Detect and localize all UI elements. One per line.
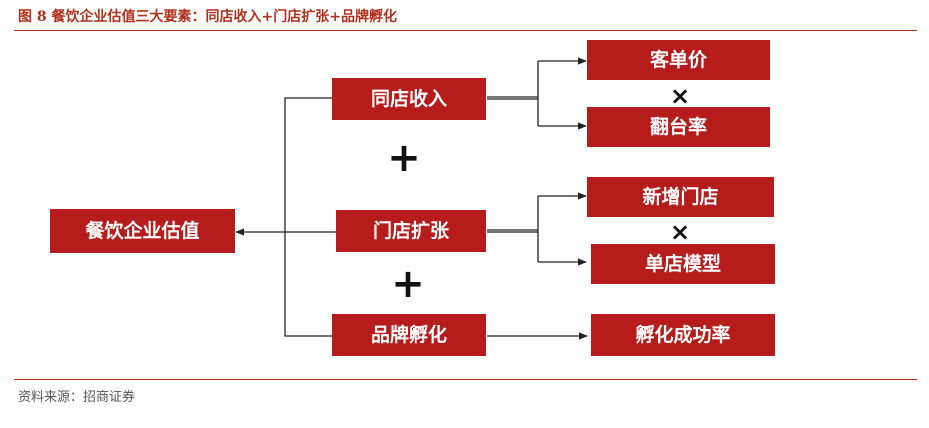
node-brand-incubation: 品牌孵化 — [332, 314, 486, 356]
node-same-store-revenue: 同店收入 — [332, 78, 486, 120]
plus-operator-1: + — [387, 135, 421, 181]
node-incubation-success-rate: 孵化成功率 — [591, 314, 775, 356]
node-same-store-revenue-label: 同店收入 — [371, 87, 447, 110]
node-store-expansion-label: 门店扩张 — [373, 219, 450, 242]
source-divider — [14, 379, 917, 380]
times-operator-2: × — [670, 218, 690, 246]
node-store-expansion: 门店扩张 — [336, 210, 486, 252]
plus-operator-2: + — [391, 261, 425, 307]
times-operator-1: × — [670, 82, 690, 110]
node-turnover-rate-label: 翻台率 — [650, 115, 707, 138]
node-new-stores: 新增门店 — [587, 177, 774, 217]
node-new-stores-label: 新增门店 — [642, 185, 718, 208]
node-brand-incubation-label: 品牌孵化 — [371, 323, 447, 346]
node-valuation: 餐饮企业估值 — [50, 209, 235, 253]
figure-title: 图 8 餐饮企业估值三大要素：同店收入+门店扩张+品牌孵化 — [18, 9, 397, 25]
node-single-store-model: 单店模型 — [591, 244, 775, 284]
node-valuation-label: 餐饮企业估值 — [85, 219, 199, 242]
node-incubation-success-rate-label: 孵化成功率 — [635, 323, 730, 346]
node-avg-ticket: 客单价 — [587, 40, 770, 80]
connector-trunk — [284, 97, 332, 337]
node-single-store-model-label: 单店模型 — [645, 252, 721, 275]
node-avg-ticket-label: 客单价 — [650, 48, 708, 71]
title-divider — [14, 30, 917, 31]
node-turnover-rate: 翻台率 — [587, 107, 770, 147]
source-note: 资料来源：招商证券 — [18, 390, 136, 405]
